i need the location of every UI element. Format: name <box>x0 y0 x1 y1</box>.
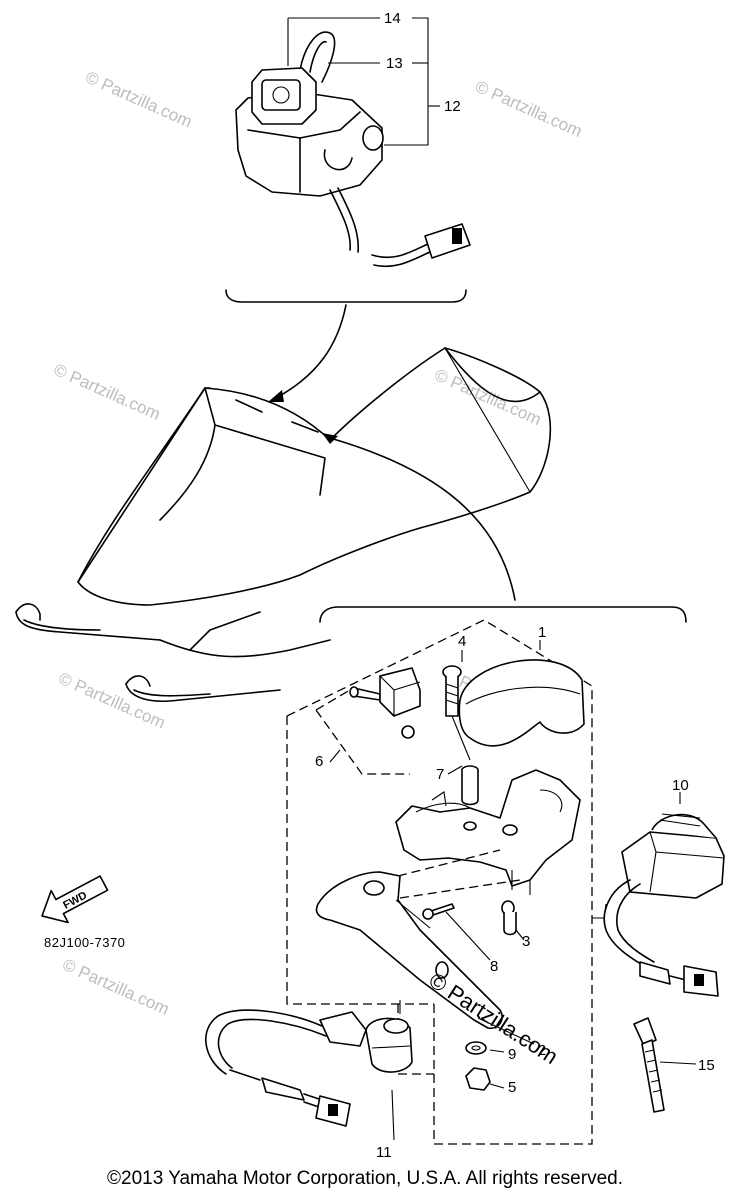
callout-8: 8 <box>490 958 498 975</box>
watermark: © Partzilla.com <box>60 955 172 1019</box>
watermark: © Partzilla.com <box>51 360 163 424</box>
figure-code: 82J100-7370 <box>44 935 125 950</box>
lever-cover <box>458 659 585 747</box>
unit-10 <box>603 792 725 997</box>
switch-assembly <box>235 31 471 268</box>
nut-5 <box>465 1067 491 1091</box>
fwd-arrow-icon: FWD <box>41 875 109 924</box>
callout-7: 7 <box>436 766 444 783</box>
callout-9: 9 <box>508 1046 516 1063</box>
sensor-11 <box>205 1009 413 1141</box>
callout-11: 11 <box>376 1144 392 1161</box>
bolt-4 <box>442 665 471 761</box>
unit-leader <box>592 903 607 919</box>
svg-text:© Partzilla.com: © Partzilla.com <box>425 967 563 1069</box>
callout-10: 10 <box>672 777 689 794</box>
copyright-notice: ©2013 Yamaha Motor Corporation, U.S.A. A… <box>107 1168 623 1189</box>
lever-bracket <box>395 769 581 887</box>
collar-7 <box>461 765 479 806</box>
callout-6: 6 <box>315 753 323 770</box>
screw-8 <box>422 903 491 961</box>
throttle-lever <box>315 871 503 1030</box>
watermark-dark: © Partzilla.com <box>425 967 563 1069</box>
detail-bracket-top <box>225 289 467 303</box>
callout-12: 12 <box>444 98 461 115</box>
callout-3: 3 <box>522 933 530 950</box>
watermark: © Partzilla.com <box>472 77 584 141</box>
callout-14: 14 <box>384 10 401 27</box>
watermark: © Partzilla.com <box>83 68 195 132</box>
cable-tie-15 <box>633 1017 697 1113</box>
callout-13: 13 <box>386 55 403 72</box>
callout-15: 15 <box>698 1057 715 1074</box>
fwd-label: FWD <box>61 889 89 911</box>
callout-2: 2 <box>538 1042 546 1059</box>
callout-1: 1 <box>538 624 546 641</box>
callout-5: 5 <box>508 1079 516 1096</box>
washer-9 <box>465 1041 487 1055</box>
callout-leaders-top <box>287 17 440 146</box>
screw-3 <box>501 900 525 941</box>
group-box-1 <box>286 619 593 1005</box>
block-6 <box>349 667 421 739</box>
snowmobile-outline <box>15 347 552 703</box>
detail-bracket-bottom <box>319 606 687 623</box>
callout-4: 4 <box>458 633 466 650</box>
arrow-to-sled <box>275 304 347 399</box>
